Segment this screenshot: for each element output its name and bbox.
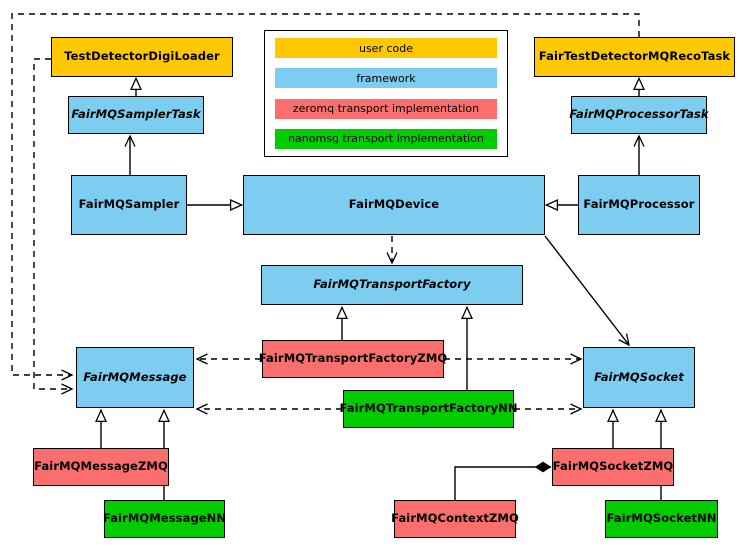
edge-digiloader-to-message [33,58,72,389]
class-node-fairmqsocketzmq[interactable]: FairMQSocketZMQ [552,448,674,486]
class-label: FairMQMessage [83,369,187,384]
class-label: FairTestDetectorMQRecoTask [538,49,731,64]
class-node-fairmqprocessortask[interactable]: FairMQProcessorTask [569,96,709,134]
class-node-fairmqsocket[interactable]: FairMQSocket [583,347,695,408]
class-node-fairmqsamplertask[interactable]: FairMQSamplerTask [68,96,204,134]
legend-label-framework: framework [356,71,416,85]
legend-row-zeromq: zeromq transport implementation [275,98,497,119]
legend-label-nanomsg: nanomsg transport implementation [288,132,484,146]
edge-contextzmq-to-socketzmq [454,461,552,500]
class-label: FairMQSocket [594,369,684,384]
class-label: FairMQDevice [348,197,440,212]
class-label: FairMQMessageZMQ [34,459,168,474]
class-node-fairmqsampler[interactable]: FairMQSampler [71,175,187,235]
legend-row-user-code: user code [275,38,497,58]
class-label: FairMQProcessorTask [569,107,709,122]
class-node-fairmqtransportfactorynn[interactable]: FairMQTransportFactoryNN [339,390,517,428]
legend-row-nanomsg: nanomsg transport implementation [275,128,497,149]
class-node-testdetectordigiloader[interactable]: TestDetectorDigiLoader [51,37,233,77]
legend-row-framework: framework [275,68,497,89]
legend-label-user-code: user code [358,41,414,55]
legend-label-zeromq: zeromq transport implementation [292,102,480,116]
class-label: FairMQTransportFactoryZMQ [258,351,448,366]
class-node-fairmqmessage[interactable]: FairMQMessage [76,347,194,408]
class-node-fairmqprocessor[interactable]: FairMQProcessor [578,175,700,235]
class-node-fairmqtransportfactoryzmq[interactable]: FairMQTransportFactoryZMQ [259,340,447,378]
class-label: FairMQProcessor [583,197,695,212]
class-node-fairmqcontextzmq[interactable]: FairMQContextZMQ [391,500,519,538]
class-node-fairmqmessagenn[interactable]: FairMQMessageNN [102,500,227,538]
class-node-fairmqsocketnn[interactable]: FairMQSocketNN [605,500,718,538]
class-label: FairMQSamplerTask [71,107,201,122]
class-label: FairMQMessageNN [102,511,227,526]
class-node-fairmqtransportfactory[interactable]: FairMQTransportFactory [261,265,523,305]
class-label: FairMQSocketNN [606,511,717,526]
legend-panel: user code framework zeromq transport imp… [264,30,508,157]
class-label: FairMQSampler [78,197,180,212]
class-label: FairMQSocketZMQ [552,459,674,474]
class-node-fairmqdevice[interactable]: FairMQDevice [243,175,545,235]
edge-device-to-socket [544,235,629,345]
class-label: FairMQTransportFactoryNN [339,401,518,416]
class-label: FairMQContextZMQ [391,511,519,526]
class-label: TestDetectorDigiLoader [64,49,220,64]
class-label: FairMQTransportFactory [313,277,471,292]
class-node-fairmqmessagezmq[interactable]: FairMQMessageZMQ [33,448,169,486]
class-node-fairtestdetectormqrecotask[interactable]: FairTestDetectorMQRecoTask [534,37,735,77]
